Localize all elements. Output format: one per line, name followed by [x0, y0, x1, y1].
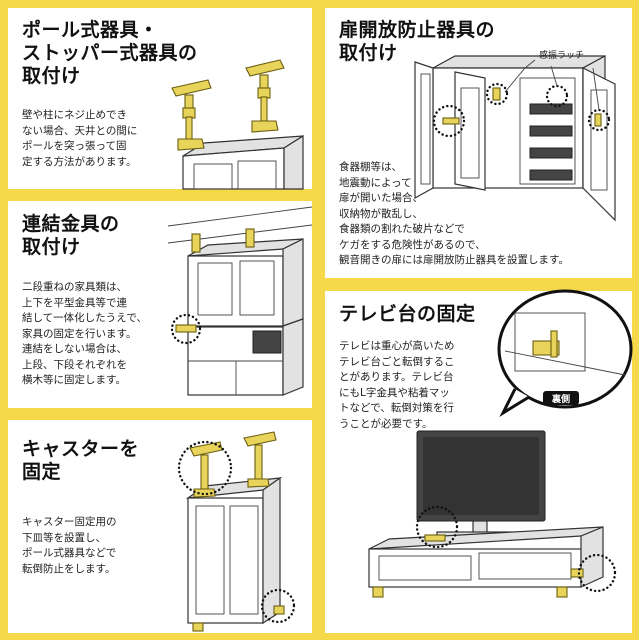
panel-pole-title: ポール式器具・ ストッパー式器具の 取付け — [22, 19, 198, 87]
panel-door-text: 食器棚等は、 地震動によって 扉が開いた場合、 収納物が散乱し、 食器類の割れた… — [339, 161, 569, 266]
panel-pole: ポール式器具・ ストッパー式器具の 取付け 壁や柱にネジ止めでき ない場合、天井… — [8, 8, 312, 190]
caster-illustration — [177, 431, 296, 632]
panel-caster-text: キャスター固定用の 下皿等を設置し、 ポール式器具などで 転倒防止をします。 — [22, 516, 117, 575]
pole-illustration — [171, 59, 304, 190]
tv-illustration: 裏側 — [368, 289, 633, 598]
panel-tv-text: テレビは重心が高いため テレビ台ごと転倒するこ とがあります。テレビ台 にもL字… — [339, 340, 455, 430]
panel-tv: テレビ台の固定 テレビは重心が高いため テレビ台ごと転倒するこ とがあります。テ… — [325, 289, 633, 633]
panel-link-text: 二段重ねの家具類は、 上下を平型金具等で連 結して一体化したうえで、 家具の固定… — [22, 281, 147, 386]
latch-callout-label: 感振ラッチ — [539, 49, 584, 61]
back-side-label: 裏側 — [551, 393, 570, 405]
panel-caster: キャスターを 固定 キャスター固定用の 下皿等を設置し、 ポール式器具などで 転… — [8, 420, 312, 633]
panel-link-title: 連結金具の 取付け — [22, 213, 120, 258]
panel-door: 扉開放防止器具の 取付け 食器棚等は、 地震動によって 扉が開いた場合、 収納物… — [325, 8, 632, 278]
door-illustration: 感振ラッチ — [414, 49, 616, 222]
panel-tv-title: テレビ台の固定 — [339, 303, 476, 325]
link-illustration — [167, 206, 313, 396]
panel-caster-title: キャスターを 固定 — [22, 438, 140, 483]
panel-pole-text: 壁や柱にネジ止めでき ない場合、天井との間に ポールを突っ張って固 定する方法が… — [22, 109, 138, 168]
panel-door-title: 扉開放防止器具の 取付け — [339, 19, 496, 64]
panel-link: 連結金具の 取付け 二段重ねの家具類は、 上下を平型金具等で連 結して一体化した… — [8, 201, 313, 408]
